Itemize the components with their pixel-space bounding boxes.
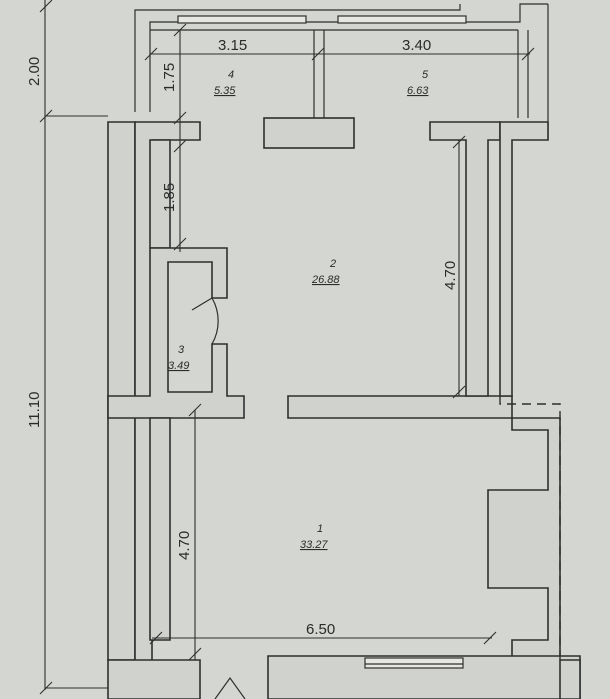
room-5-area: 6.63 — [407, 85, 429, 97]
dim-left-outer-total: 11.10 — [26, 392, 43, 428]
room-5-number: 5 — [422, 69, 429, 81]
dim-bottom: 6.50 — [306, 621, 335, 638]
dim-top-right: 3.40 — [402, 37, 431, 54]
room-3-area: 3.49 — [168, 360, 189, 372]
room-2-area: 26.88 — [311, 274, 340, 286]
room-1-number: 1 — [317, 523, 323, 535]
balcony-window-right — [337, 15, 467, 24]
room-4-number: 4 — [228, 69, 234, 81]
dim-left-outer-top: 2.00 — [26, 57, 43, 86]
room-labels: 1 33.27 2 26.88 3 3.49 4 5.35 5 6.63 — [168, 69, 429, 551]
walls — [107, 121, 581, 699]
dim-left-inner-top: 1.75 — [161, 63, 178, 92]
room-4-area: 5.35 — [214, 85, 236, 97]
doors — [191, 297, 246, 699]
room-2-number: 2 — [329, 258, 336, 270]
dim-left-inner-bottom: 4.70 — [176, 531, 193, 560]
dim-top-left: 3.15 — [218, 37, 247, 54]
dimension-labels: 3.15 3.40 2.00 11.10 1.75 1.85 4.70 4.70… — [26, 37, 459, 638]
balcony-outline — [134, 3, 549, 149]
room-1-area: 33.27 — [300, 539, 328, 551]
room-3-door — [211, 297, 219, 345]
entrance-door — [214, 676, 246, 699]
dashed-outline — [499, 396, 561, 660]
dimension-lines — [39, 0, 535, 695]
room-3-number: 3 — [178, 344, 185, 356]
balcony-window-left — [177, 15, 307, 24]
dim-left-inner-mid: 1.85 — [161, 183, 178, 212]
dim-right-inner: 4.70 — [442, 261, 459, 290]
counter-block — [263, 117, 355, 149]
bottom-window — [364, 657, 464, 669]
